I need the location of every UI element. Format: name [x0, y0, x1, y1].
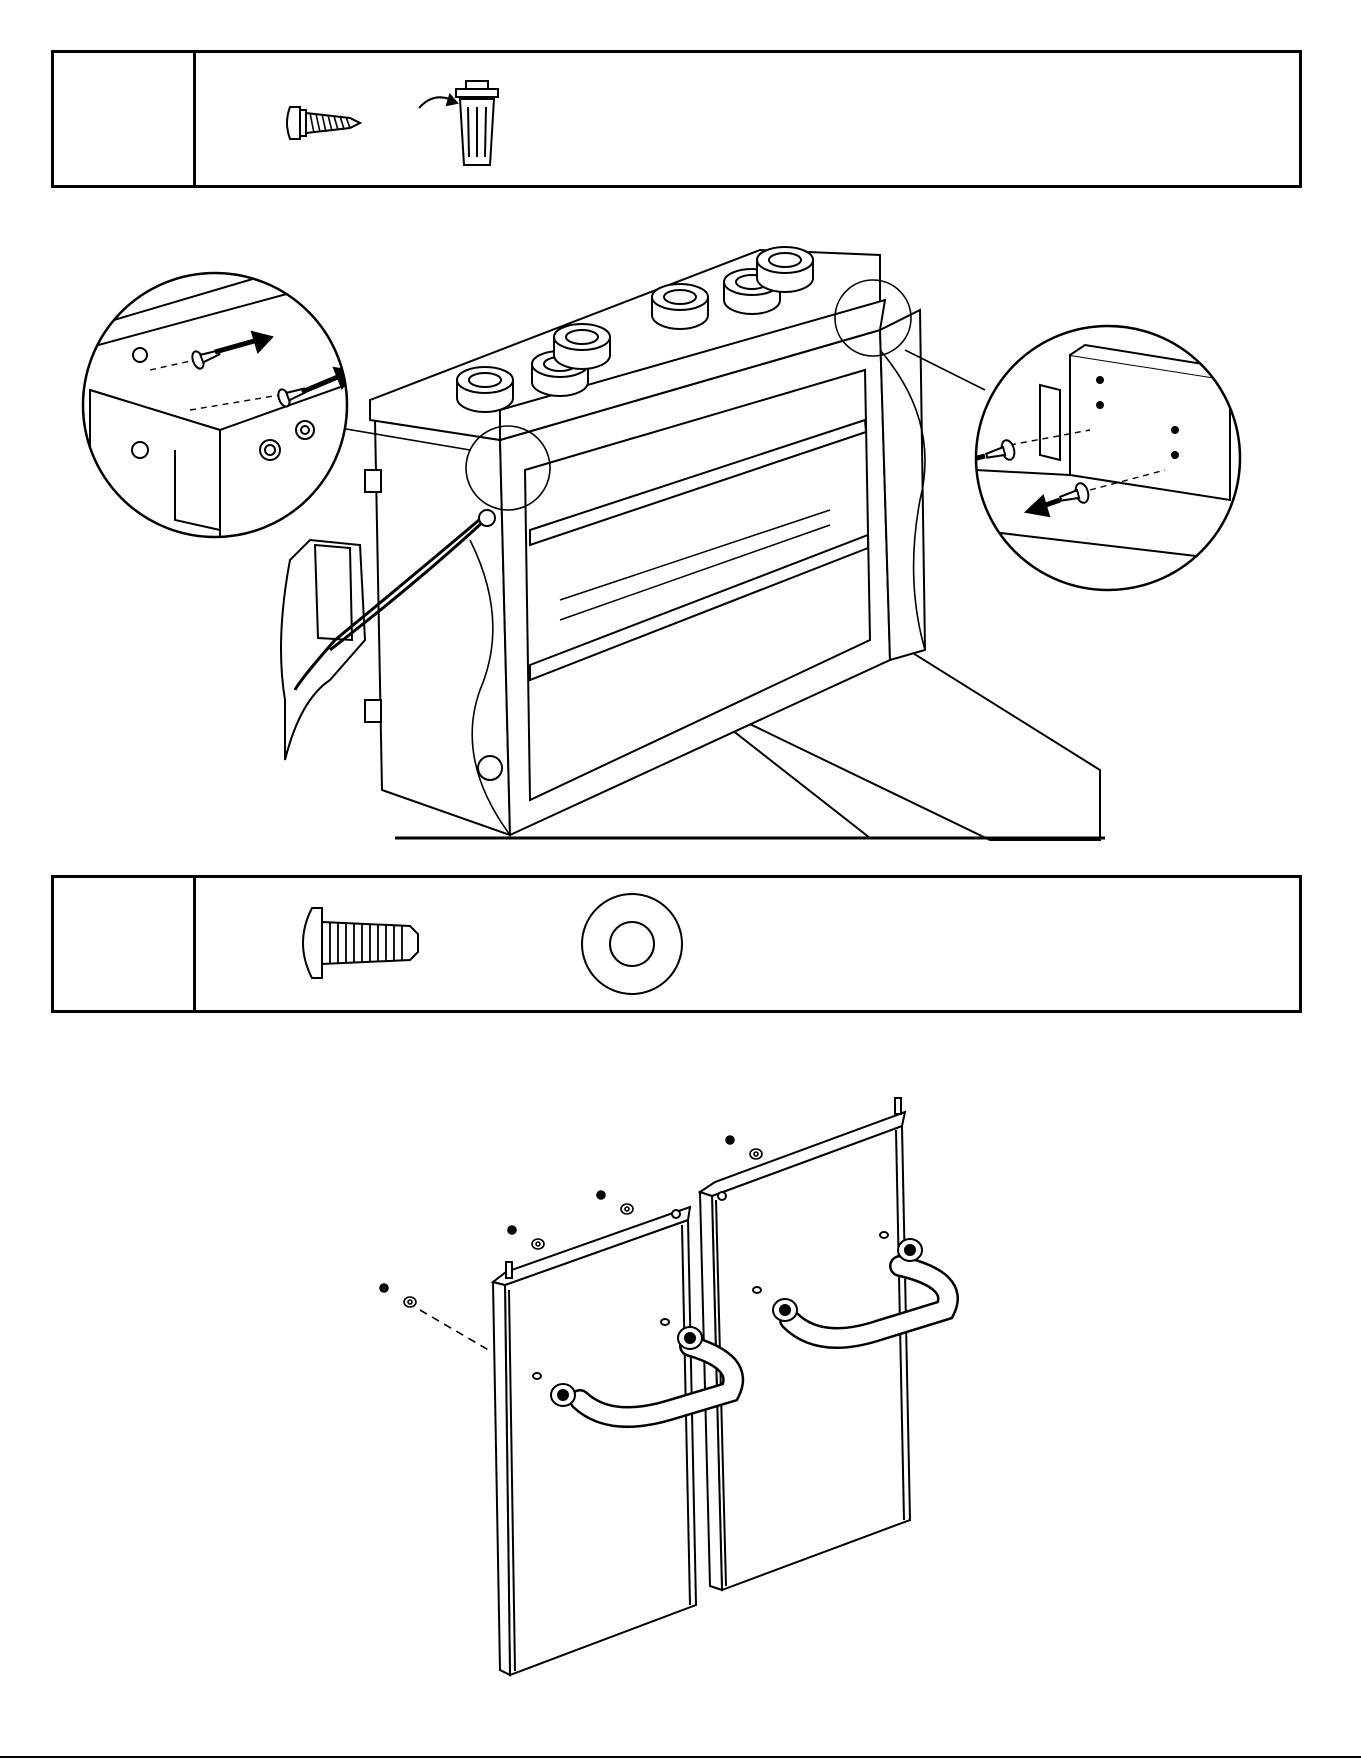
- right-door: [700, 1098, 948, 1590]
- left-door: [493, 1207, 733, 1675]
